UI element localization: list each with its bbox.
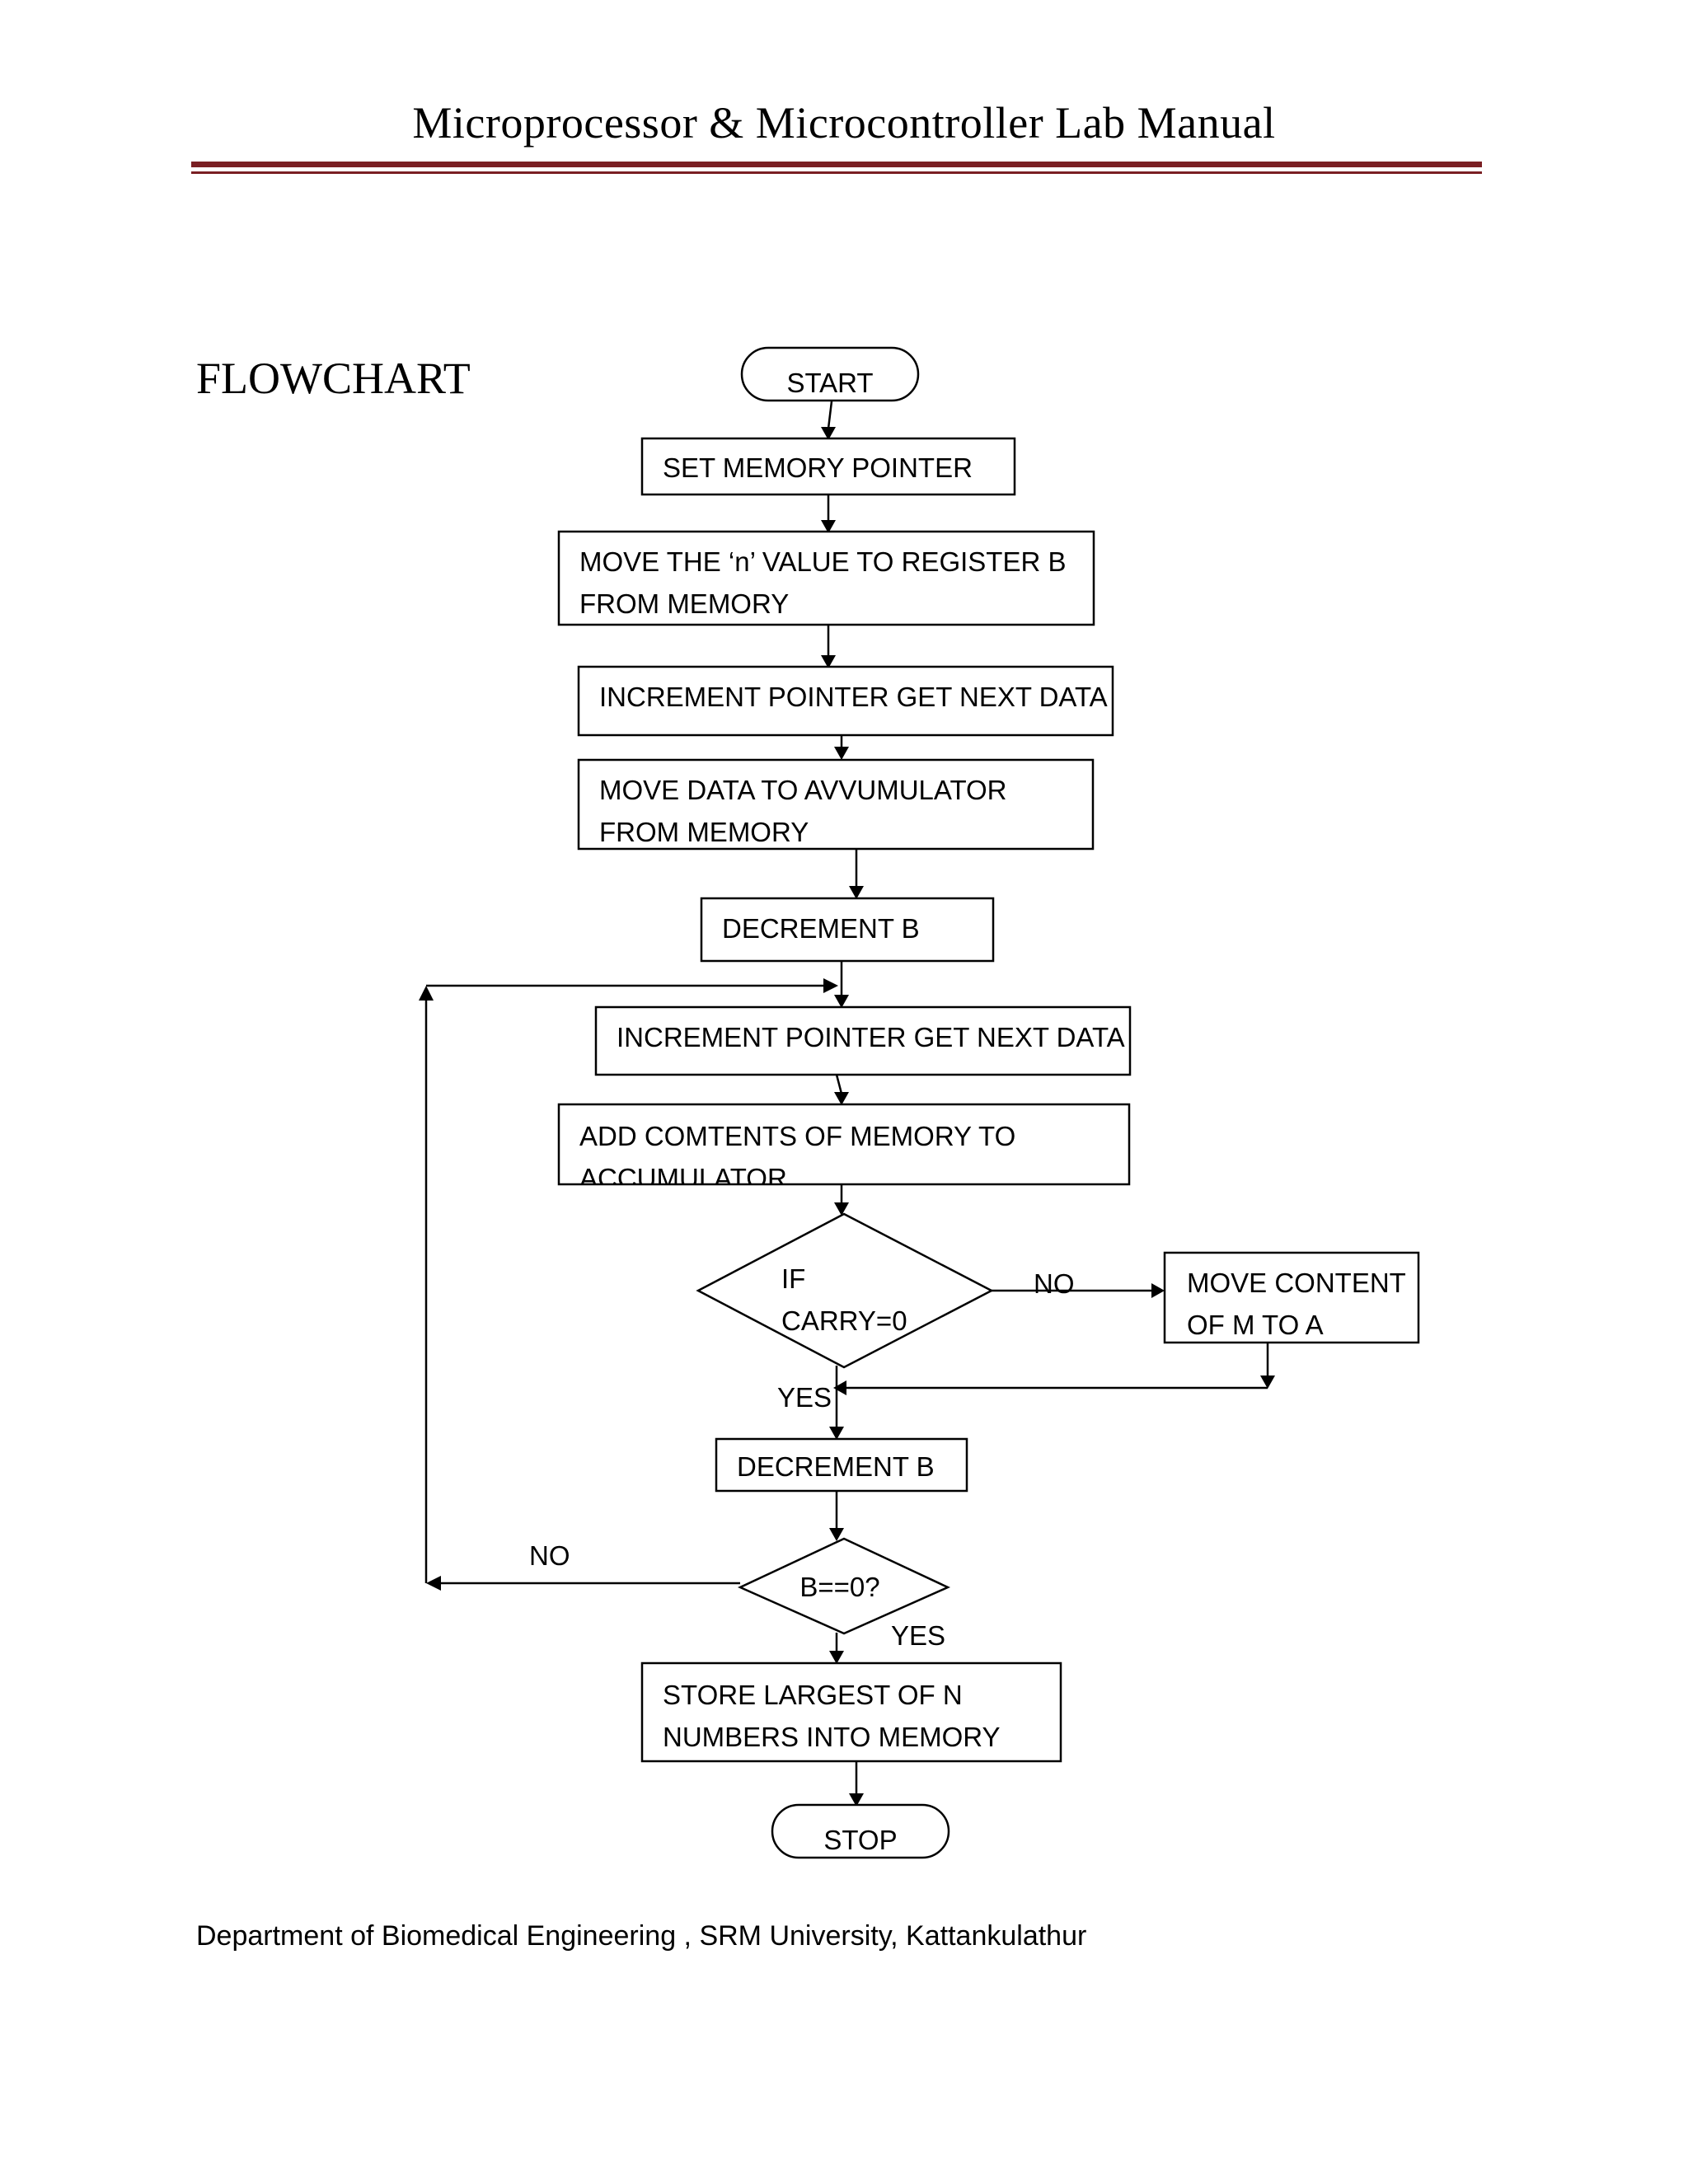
store-largest-label-1: STORE LARGEST OF N bbox=[663, 1680, 963, 1710]
start-label: START bbox=[786, 368, 873, 398]
stop-label: STOP bbox=[823, 1825, 897, 1855]
carry-decision-label-2: CARRY=0 bbox=[781, 1305, 907, 1336]
add-contents-box bbox=[557, 1103, 1131, 1186]
carry-decision-label-1: IF bbox=[781, 1263, 805, 1294]
stop-terminal bbox=[771, 1803, 950, 1859]
page-footer: Department of Biomedical Engineering , S… bbox=[196, 1920, 1087, 1952]
add-contents-label-1: ADD COMTENTS OF MEMORY TO bbox=[579, 1121, 1015, 1151]
decrement-b-label-2: DECREMENT B bbox=[737, 1451, 935, 1482]
move-data-label-2: FROM MEMORY bbox=[599, 817, 809, 847]
b-zero-label: B==0? bbox=[799, 1572, 879, 1602]
move-n-label-1: MOVE THE ‘n’ VALUE TO REGISTER B bbox=[579, 546, 1067, 577]
move-m-to-a-label-2: OF M TO A bbox=[1187, 1310, 1324, 1340]
decrement-b-label-1: DECREMENT B bbox=[722, 913, 920, 944]
increment-pointer-box-1 bbox=[577, 665, 1114, 737]
carry-decision bbox=[696, 1212, 994, 1369]
move-n-label-2: FROM MEMORY bbox=[579, 588, 789, 619]
arrowheads bbox=[419, 427, 1275, 1807]
b-zero-decision bbox=[737, 1537, 951, 1635]
section-heading: FLOWCHART bbox=[196, 354, 471, 403]
store-largest-label-2: NUMBERS INTO MEMORY bbox=[663, 1722, 1001, 1752]
connectors bbox=[424, 401, 1269, 1795]
add-contents-label-2: ACCUMULATOR bbox=[579, 1163, 787, 1193]
increment-pointer-label-2: INCREMENT POINTER GET NEXT DATA bbox=[617, 1022, 1125, 1052]
store-largest-box bbox=[640, 1661, 1062, 1763]
move-data-box bbox=[577, 758, 1095, 851]
set-pointer-box bbox=[640, 437, 1016, 496]
b-no-label: NO bbox=[529, 1540, 570, 1571]
page-header-title: Microprocessor & Microcontroller Lab Man… bbox=[412, 98, 1276, 148]
carry-yes-label: YES bbox=[777, 1382, 832, 1413]
move-n-box bbox=[557, 530, 1095, 626]
move-m-to-a-box bbox=[1163, 1251, 1420, 1344]
header-rule bbox=[191, 162, 1482, 167]
move-data-label-1: MOVE DATA TO AVVUMULATOR bbox=[599, 775, 1007, 805]
decrement-b-box-2 bbox=[715, 1437, 968, 1493]
move-m-to-a-label-1: MOVE CONTENT bbox=[1187, 1268, 1406, 1298]
b-yes-label: YES bbox=[891, 1620, 945, 1651]
header-rule-thin bbox=[191, 171, 1482, 174]
set-pointer-label: SET MEMORY POINTER bbox=[663, 452, 973, 483]
increment-pointer-label-1: INCREMENT POINTER GET NEXT DATA bbox=[599, 682, 1108, 712]
carry-no-label: NO bbox=[1034, 1268, 1075, 1299]
decrement-b-box-1 bbox=[700, 897, 995, 963]
increment-pointer-box-2 bbox=[594, 1005, 1132, 1076]
start-terminal bbox=[740, 346, 920, 402]
